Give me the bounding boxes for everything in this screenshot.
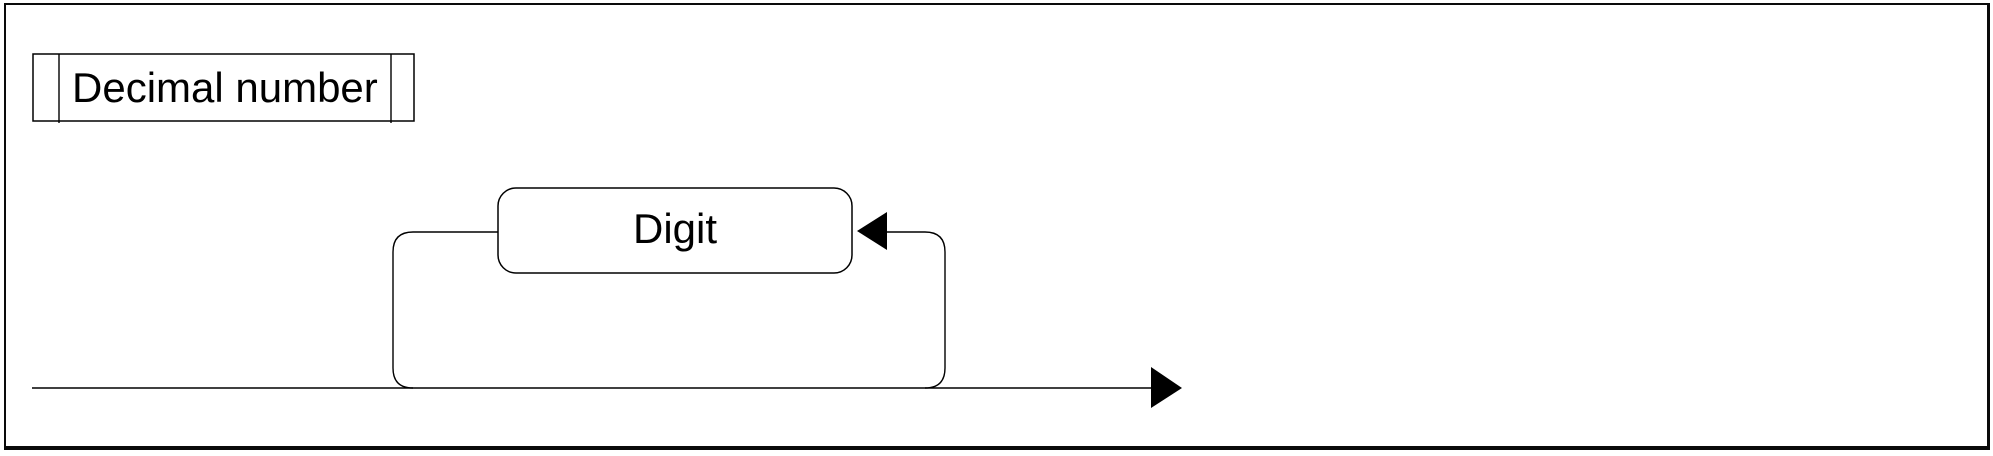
- digit-node-outline: [497, 187, 853, 274]
- loop-arrowhead-left-icon: [857, 212, 887, 250]
- diagram-title: Decimal number: [72, 64, 378, 111]
- digit-node-label: Digit: [633, 205, 717, 252]
- title-box-outline: [32, 53, 415, 122]
- loop-right-rail: [860, 231, 946, 389]
- digit-node: Digit: [497, 187, 853, 274]
- loop-left-rail: [392, 231, 498, 389]
- diagram-border: [4, 3, 1990, 450]
- title-box: Decimal number: [32, 53, 415, 123]
- end-arrowhead-right-icon: [1151, 367, 1182, 408]
